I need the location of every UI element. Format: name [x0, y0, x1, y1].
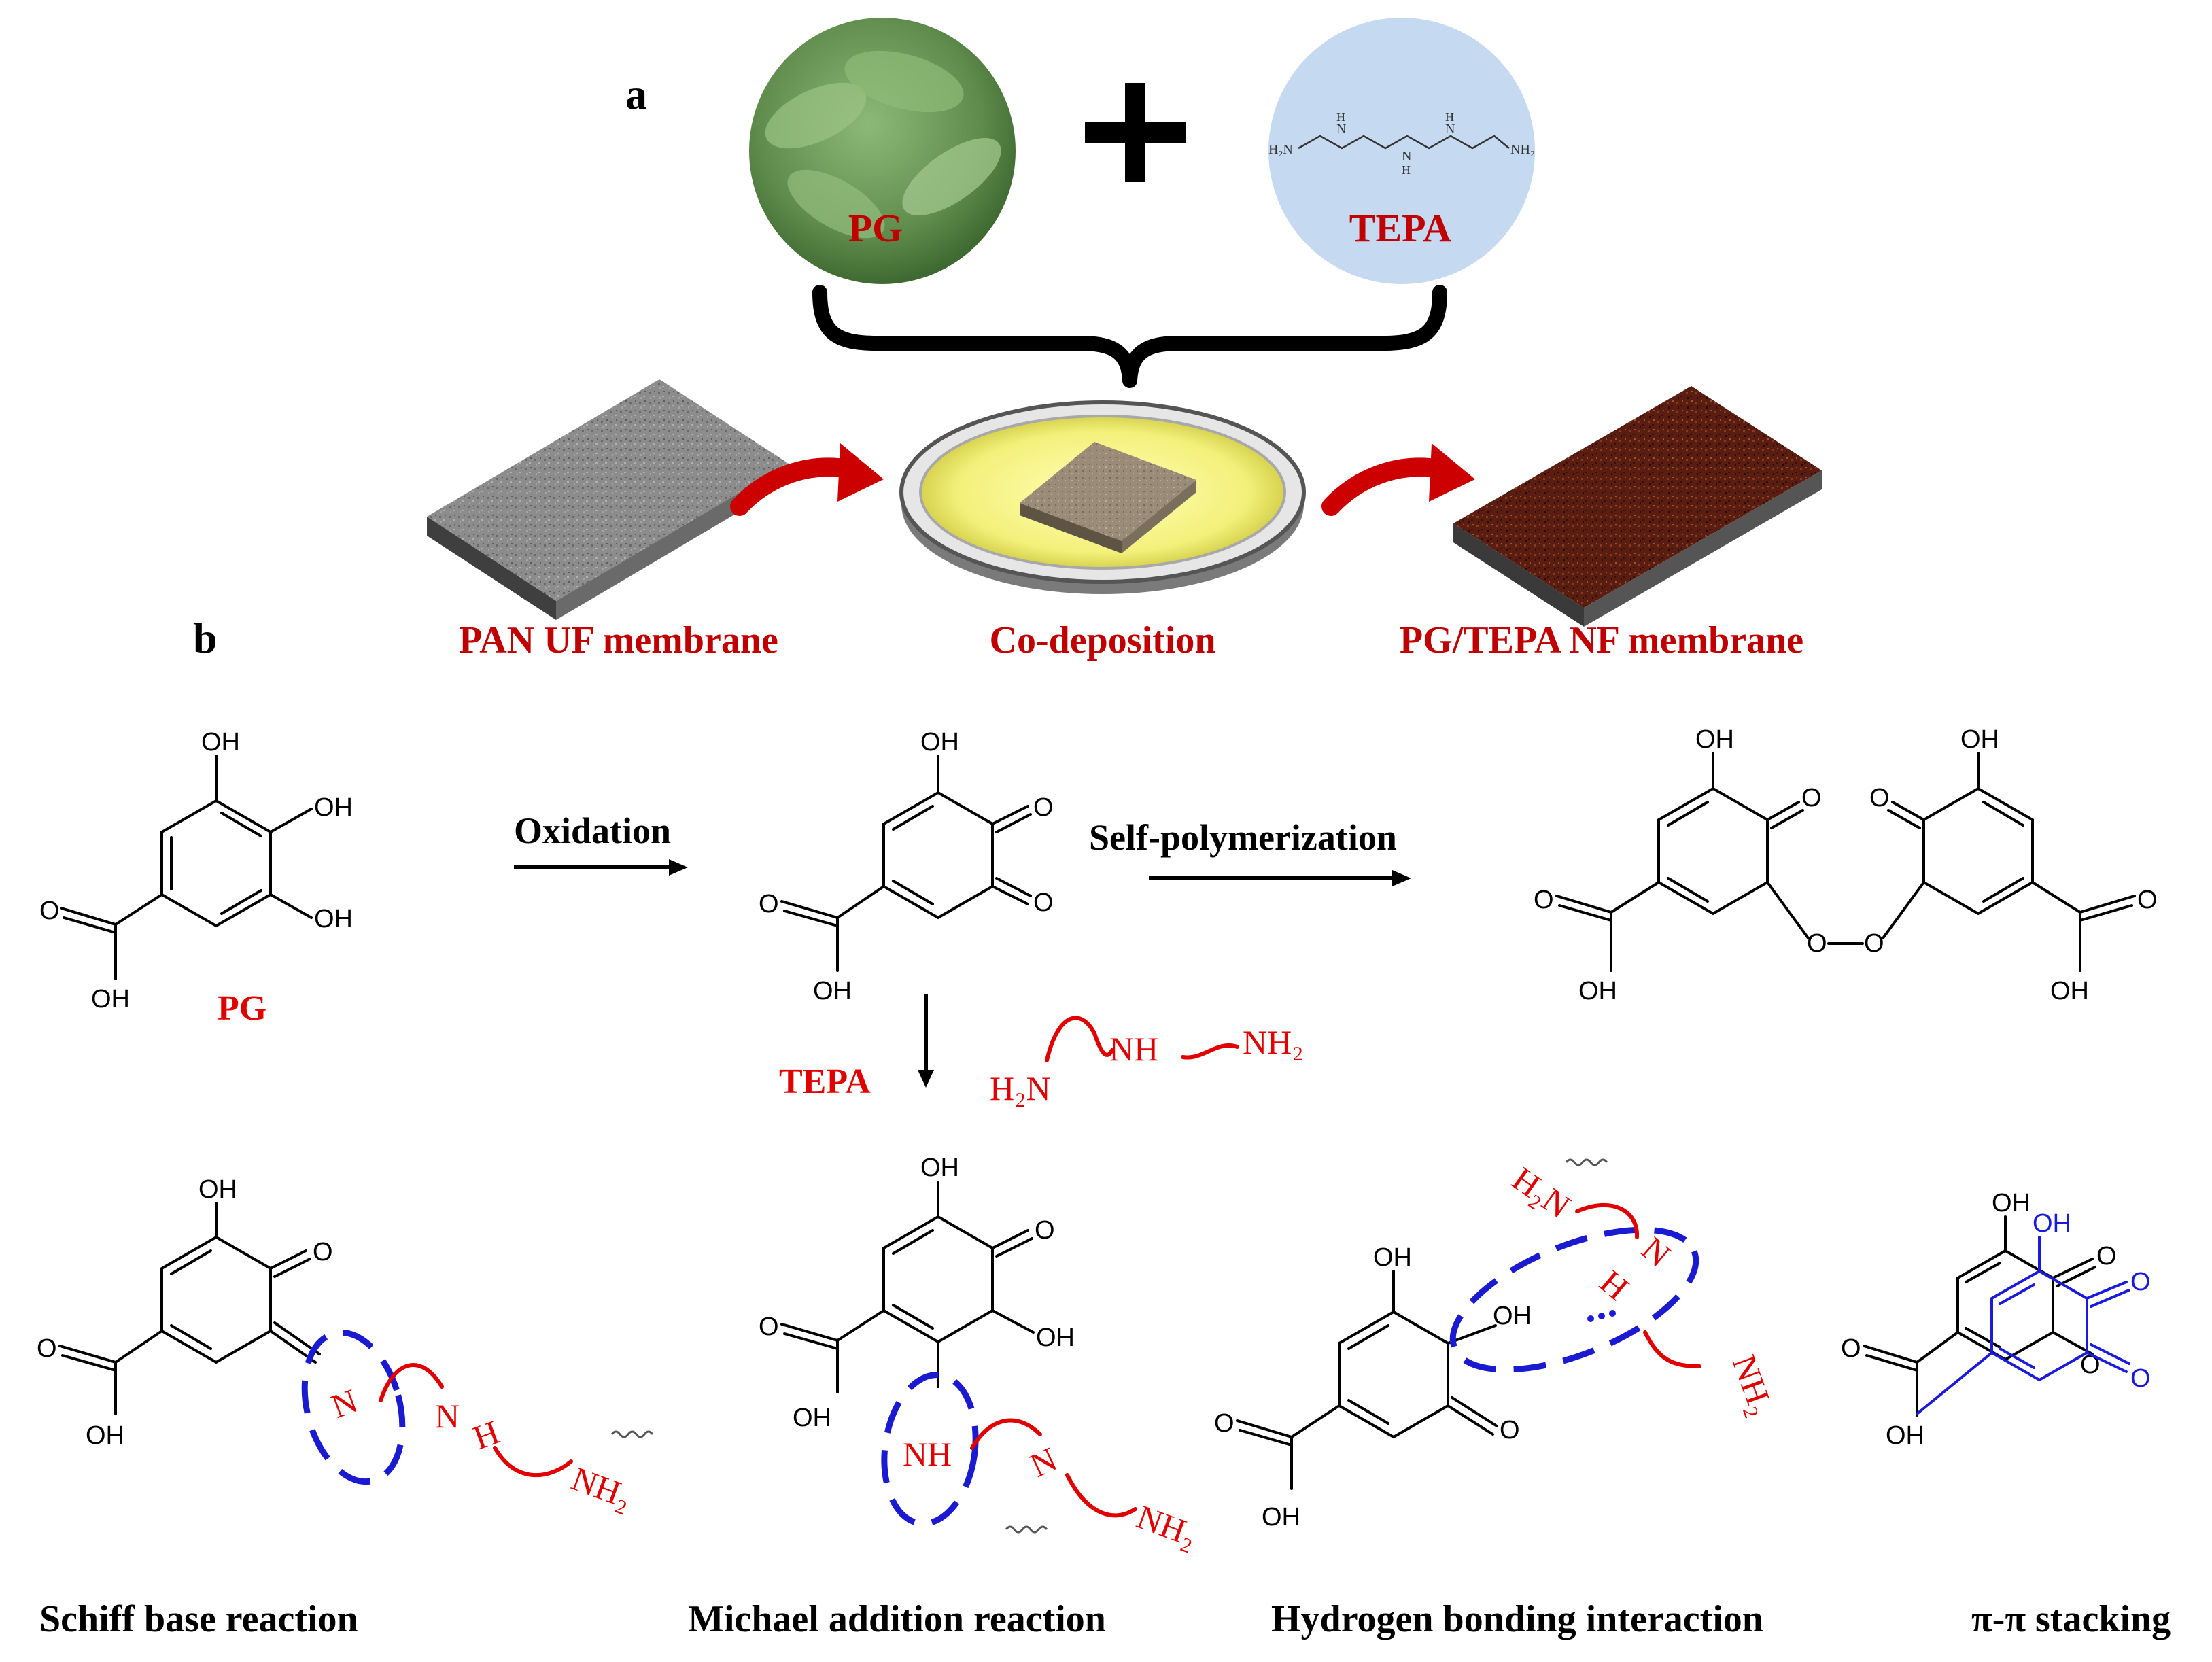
tepa-nh: NH	[1109, 1030, 1158, 1068]
schiff-oh-top: OH	[198, 1175, 237, 1204]
pg-leaf-circle: PG	[749, 18, 1016, 284]
schiff-o-ring: O	[313, 1238, 333, 1266]
pipi-carbonyl-o: O	[1841, 1334, 1861, 1363]
pipi-blue-oh: OH	[2033, 1209, 2071, 1238]
quinone-o-upper: O	[1033, 793, 1054, 822]
tepa-name-label: TEPA	[779, 1062, 871, 1101]
nf-membrane-icon	[1453, 386, 1822, 627]
hbond-carbonyl-o: O	[1214, 1409, 1234, 1438]
pg-circle-label: PG	[848, 206, 903, 250]
hbond-o-ring: O	[1500, 1416, 1520, 1444]
quinone-oh-top: OH	[920, 728, 959, 757]
panel-label-a: a	[625, 70, 647, 118]
tepa-reaction-arrow: TEPA	[779, 994, 934, 1101]
oxidation-label: Oxidation	[514, 810, 671, 851]
schiff-nh2: NH₂	[567, 1459, 637, 1516]
dimer-acid-oh-left: OH	[1578, 977, 1617, 1005]
dimer-carbonyl-o-right: O	[2137, 886, 2158, 914]
tepa-circle-label: TEPA	[1349, 206, 1451, 250]
hbond-label: Hydrogen bonding interaction	[1271, 1598, 1763, 1640]
hbond-acid-oh: OH	[1262, 1503, 1300, 1531]
michael-label: Michael addition reaction	[688, 1598, 1106, 1640]
panel-label-b: b	[193, 614, 218, 662]
oxidation-arrow: Oxidation	[514, 810, 688, 876]
schiff-h: H	[468, 1413, 504, 1457]
tepa-atom-h1: H	[1336, 110, 1345, 124]
michael-n: N	[1024, 1440, 1062, 1485]
pan-membrane-label: PAN UF membrane	[459, 619, 778, 661]
pipi-blue-o-upper: O	[2130, 1268, 2151, 1296]
petri-dish-icon	[899, 400, 1306, 594]
hbond-oh-ring: OH	[1493, 1302, 1532, 1330]
pan-membrane-icon	[427, 379, 789, 620]
pipi-blue-o-lower: O	[2130, 1364, 2151, 1393]
dimer-peroxide-o2: O	[1864, 929, 1884, 958]
tepa-structure: H₂N N H N H N H NH₂	[1268, 110, 1535, 177]
pipi-acid-oh: OH	[1886, 1421, 1924, 1450]
tepa-atom-right: NH₂	[1510, 142, 1535, 157]
schiff-label: Schiff base reaction	[39, 1598, 358, 1640]
michael-oh-top: OH	[920, 1154, 959, 1182]
pipi-label: π-π stacking	[1971, 1598, 2171, 1640]
michael-o-ring: O	[1035, 1216, 1055, 1245]
dimer-molecule: OH O O OH O O OH O O OH	[1534, 725, 2158, 1005]
hbond-molecule: OH OH O O OH H₂N N H NH₂	[1214, 1158, 1782, 1531]
dimer-carbonyl-o-left: O	[1534, 886, 1554, 914]
dimer-o-right: O	[1869, 784, 1890, 812]
pipi-molecule: OH O O O OH OH O O	[1841, 1189, 2151, 1450]
tepa-atom-n2: N	[1402, 149, 1411, 164]
dimer-acid-oh-right: OH	[2050, 977, 2089, 1005]
hbond-nh2: NH₂	[1725, 1350, 1782, 1420]
tepa-atom-h2: H	[1402, 163, 1411, 177]
brace-icon	[812, 285, 1447, 388]
codeposition-label: Co-deposition	[990, 619, 1216, 661]
tepa-nh2: NH₂	[1243, 1023, 1304, 1061]
hbond-h: H	[1593, 1262, 1636, 1307]
nf-membrane-label: PG/TEPA NF membrane	[1400, 619, 1803, 661]
dimer-oh-left-top: OH	[1695, 725, 1734, 754]
hbond-oh-top: OH	[1373, 1243, 1412, 1272]
quinone-o-lower: O	[1033, 888, 1054, 917]
pg-oh-bottom: OH	[314, 905, 353, 933]
michael-molecule: OH O OH O OH NH N NH₂	[759, 1154, 1203, 1554]
schiff-n2: N	[435, 1397, 460, 1435]
quinone-molecule: OH O O O OH	[759, 728, 1054, 1005]
tepa-circle: H₂N N H N H N H NH₂ TEPA	[1268, 18, 1535, 284]
pipi-oh-top: OH	[1992, 1189, 2030, 1217]
pg-acid-oh: OH	[91, 985, 130, 1014]
self-polymerization-arrow: Self-polymerization	[1089, 817, 1411, 886]
selfpoly-label: Self-polymerization	[1089, 817, 1397, 858]
arrow-to-nf-membrane-icon	[1321, 443, 1475, 516]
michael-acid-oh: OH	[793, 1404, 831, 1432]
pipi-o-upper: O	[2096, 1242, 2117, 1270]
pg-name-label: PG	[218, 989, 266, 1028]
tepa-chain: H₂N NH NH₂	[990, 1016, 1304, 1107]
schiff-acid-oh: OH	[86, 1421, 124, 1450]
tepa-atom-left: H₂N	[1268, 142, 1293, 157]
hbond-h2n: H₂N	[1506, 1160, 1578, 1226]
pg-oh-top: OH	[201, 728, 240, 757]
pg-oh-right: OH	[314, 793, 353, 822]
schiff-base-molecule: OH O O OH N N H NH₂	[37, 1175, 654, 1516]
pg-carbonyl-o: O	[39, 897, 60, 925]
michael-oh-ring: OH	[1036, 1323, 1075, 1352]
quinone-acid-oh: OH	[813, 977, 852, 1005]
dimer-o-left: O	[1801, 784, 1822, 812]
quinone-carbonyl-o: O	[759, 890, 779, 918]
michael-nh2: NH₂	[1132, 1497, 1202, 1554]
plus-icon	[1085, 83, 1186, 182]
arrow-to-codeposition-icon	[730, 443, 884, 516]
michael-nh: NH	[903, 1435, 952, 1473]
michael-carbonyl-o: O	[759, 1313, 779, 1341]
schiff-carbonyl-o: O	[37, 1334, 57, 1363]
dimer-peroxide-o1: O	[1807, 929, 1827, 958]
dimer-oh-right-top: OH	[1960, 725, 1999, 754]
tepa-atom-n3: N	[1445, 122, 1455, 137]
tepa-h2n: H₂N	[990, 1069, 1051, 1107]
pg-molecule: OH OH OH O OH PG	[39, 728, 353, 1028]
tepa-atom-n1: N	[1336, 122, 1346, 137]
schiff-n: N	[326, 1381, 362, 1425]
tepa-atom-h3: H	[1445, 110, 1454, 124]
